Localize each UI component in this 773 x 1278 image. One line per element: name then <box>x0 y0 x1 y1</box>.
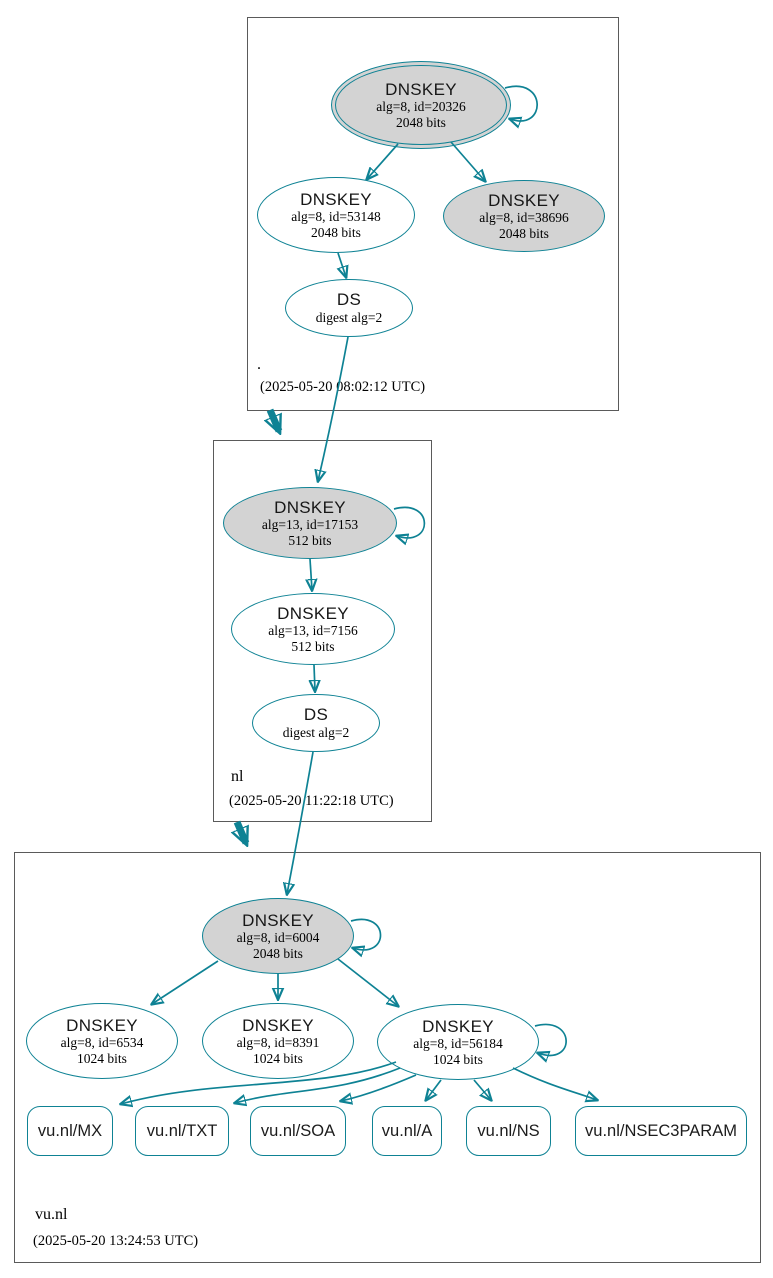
node-bits: 2048 bits <box>396 114 446 130</box>
zone-timestamp-vu-nl: (2025-05-20 13:24:53 UTC) <box>33 1233 199 1249</box>
dnskey-node-vu-zsk-56184[interactable]: DNSKEY alg=8, id=56184 1024 bits <box>377 1004 539 1080</box>
node-title: DNSKEY <box>385 79 457 99</box>
node-title: DNSKEY <box>242 910 314 930</box>
rrset-node-ns[interactable]: vu.nl/NS <box>466 1106 551 1156</box>
node-bits: 1024 bits <box>433 1051 483 1067</box>
node-title: DNSKEY <box>242 1015 314 1035</box>
dnskey-node-nl-ksk-17153[interactable]: DNSKEY alg=13, id=17153 512 bits <box>223 487 397 559</box>
node-digest-alg: digest alg=2 <box>282 725 350 741</box>
rrset-label: vu.nl/TXT <box>146 1121 218 1140</box>
rrset-label: vu.nl/SOA <box>260 1121 336 1140</box>
node-title: DNSKEY <box>277 603 349 623</box>
node-alg-id: alg=13, id=17153 <box>261 517 359 533</box>
node-bits: 1024 bits <box>253 1050 303 1066</box>
ds-node-root[interactable]: DS digest alg=2 <box>285 279 413 337</box>
edge-delegation-nl-to-vu <box>237 820 250 843</box>
node-alg-id: alg=8, id=56184 <box>413 1036 503 1052</box>
dnskey-node-root-zsk-53148[interactable]: DNSKEY alg=8, id=53148 2048 bits <box>257 177 415 253</box>
node-bits: 512 bits <box>291 638 335 654</box>
node-title: DS <box>303 705 329 725</box>
dnskey-node-vu-zsk-6534[interactable]: DNSKEY alg=8, id=6534 1024 bits <box>26 1003 178 1079</box>
dnskey-node-nl-zsk-7156[interactable]: DNSKEY alg=13, id=7156 512 bits <box>231 593 395 665</box>
node-title: DS <box>336 290 362 310</box>
zone-label-vu-nl: vu.nl <box>35 1206 68 1223</box>
dnskey-node-vu-ksk-6004[interactable]: DNSKEY alg=8, id=6004 2048 bits <box>202 898 354 974</box>
node-alg-id: alg=8, id=20326 <box>376 99 466 115</box>
node-bits: 1024 bits <box>77 1050 127 1066</box>
dnskey-node-root-ksk-20326[interactable]: DNSKEY alg=8, id=20326 2048 bits <box>331 61 511 149</box>
node-alg-id: alg=8, id=8391 <box>236 1035 320 1051</box>
rrset-node-soa[interactable]: vu.nl/SOA <box>250 1106 346 1156</box>
node-bits: 2048 bits <box>253 945 303 961</box>
node-bits: 2048 bits <box>499 225 549 241</box>
rrset-label: vu.nl/NSEC3PARAM <box>585 1121 737 1140</box>
node-title: DNSKEY <box>274 497 346 517</box>
rrset-node-mx[interactable]: vu.nl/MX <box>27 1106 113 1156</box>
rrset-node-txt[interactable]: vu.nl/TXT <box>135 1106 229 1156</box>
node-alg-id: alg=13, id=7156 <box>268 623 358 639</box>
node-alg-id: alg=8, id=6534 <box>60 1035 144 1051</box>
node-bits: 2048 bits <box>311 224 361 240</box>
node-title: DNSKEY <box>66 1015 138 1035</box>
node-alg-id: alg=8, id=6004 <box>236 930 320 946</box>
zone-timestamp-nl: (2025-05-20 11:22:18 UTC) <box>229 793 394 809</box>
rrset-label: vu.nl/NS <box>477 1121 540 1140</box>
edge-delegation-root-to-nl <box>270 408 283 431</box>
zone-label-root: . <box>257 356 261 373</box>
node-title: DNSKEY <box>300 189 372 209</box>
zone-label-nl: nl <box>231 768 244 785</box>
node-digest-alg: digest alg=2 <box>315 310 383 326</box>
rrset-node-nsec3param[interactable]: vu.nl/NSEC3PARAM <box>575 1106 747 1156</box>
zone-timestamp-root: (2025-05-20 08:02:12 UTC) <box>260 379 426 395</box>
node-alg-id: alg=8, id=53148 <box>291 209 381 225</box>
node-bits: 512 bits <box>288 532 332 548</box>
zone-box-vu-nl <box>14 852 761 1263</box>
rrset-label: vu.nl/MX <box>37 1121 103 1140</box>
node-alg-id: alg=8, id=38696 <box>479 210 569 226</box>
node-title: DNSKEY <box>422 1016 494 1036</box>
dnskey-node-root-key-38696[interactable]: DNSKEY alg=8, id=38696 2048 bits <box>443 180 605 252</box>
dnskey-node-vu-zsk-8391[interactable]: DNSKEY alg=8, id=8391 1024 bits <box>202 1003 354 1079</box>
rrset-label: vu.nl/A <box>381 1121 433 1140</box>
ds-node-nl[interactable]: DS digest alg=2 <box>252 694 380 752</box>
rrset-node-a[interactable]: vu.nl/A <box>372 1106 442 1156</box>
node-title: DNSKEY <box>488 190 560 210</box>
zone-box-root <box>247 17 619 411</box>
